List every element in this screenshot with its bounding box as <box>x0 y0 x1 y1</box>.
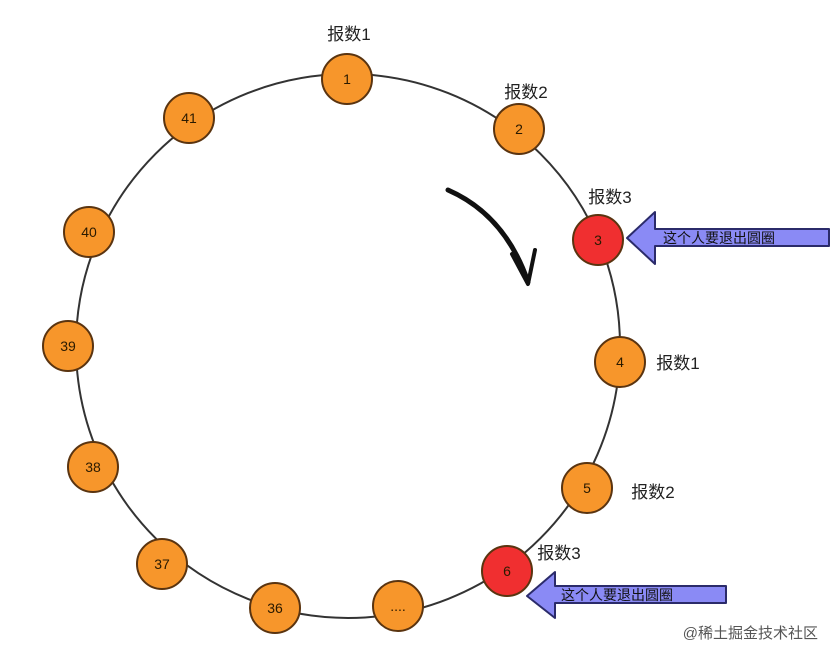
node-label: 39 <box>60 338 76 354</box>
node-circle <box>561 462 613 514</box>
node-label: 6 <box>503 563 511 579</box>
node-circle <box>249 582 301 634</box>
exit-note-3: 这个人要退出圆圈 <box>663 230 775 246</box>
node-ellipsis: .... <box>372 580 424 632</box>
node-1: 1 <box>321 53 373 105</box>
node-4: 4 <box>594 336 646 388</box>
node-40: 40 <box>63 206 115 258</box>
node-41: 41 <box>163 92 215 144</box>
node-6: 6 <box>481 545 533 597</box>
node-circle <box>63 206 115 258</box>
exit-arrow-3: 这个人要退出圆圈 <box>626 211 830 265</box>
node-3: 3 <box>572 214 624 266</box>
node-38: 38 <box>67 441 119 493</box>
count-label-5: 报数2 <box>631 483 674 502</box>
exit-note-6: 这个人要退出圆圈 <box>561 587 673 603</box>
watermark: @稀土掘金技术社区 <box>683 625 818 642</box>
node-label: 40 <box>81 224 97 240</box>
node-circle <box>372 580 424 632</box>
exit-arrow-6: 这个人要退出圆圈 <box>526 571 727 619</box>
count-label-4: 报数1 <box>656 354 699 373</box>
node-37: 37 <box>136 538 188 590</box>
node-circle <box>136 538 188 590</box>
node-label: 41 <box>181 110 197 126</box>
node-circle <box>163 92 215 144</box>
ring <box>75 73 621 619</box>
clockwise-arrow-icon <box>445 187 537 286</box>
node-36: 36 <box>249 582 301 634</box>
node-group: 1 2 3 4 5 6 .... 36 <box>42 53 646 634</box>
count-label-2: 报数2 <box>504 83 547 102</box>
node-circle <box>572 214 624 266</box>
node-2: 2 <box>493 103 545 155</box>
node-circle <box>493 103 545 155</box>
node-label: 36 <box>267 600 283 616</box>
node-label: 2 <box>515 121 523 137</box>
node-circle <box>481 545 533 597</box>
count-label-1: 报数1 <box>327 25 370 44</box>
node-circle <box>594 336 646 388</box>
node-5: 5 <box>561 462 613 514</box>
node-label: 4 <box>616 354 624 370</box>
node-label: 37 <box>154 556 170 572</box>
node-label: 38 <box>85 459 101 475</box>
node-circle <box>321 53 373 105</box>
count-label-6: 报数3 <box>537 544 580 563</box>
count-label-3: 报数3 <box>588 188 631 207</box>
node-label: 1 <box>343 71 351 87</box>
node-circle <box>67 441 119 493</box>
node-39: 39 <box>42 320 94 372</box>
node-label: 5 <box>583 480 591 496</box>
node-label: 3 <box>594 232 602 248</box>
node-label: .... <box>390 598 406 614</box>
node-circle <box>42 320 94 372</box>
